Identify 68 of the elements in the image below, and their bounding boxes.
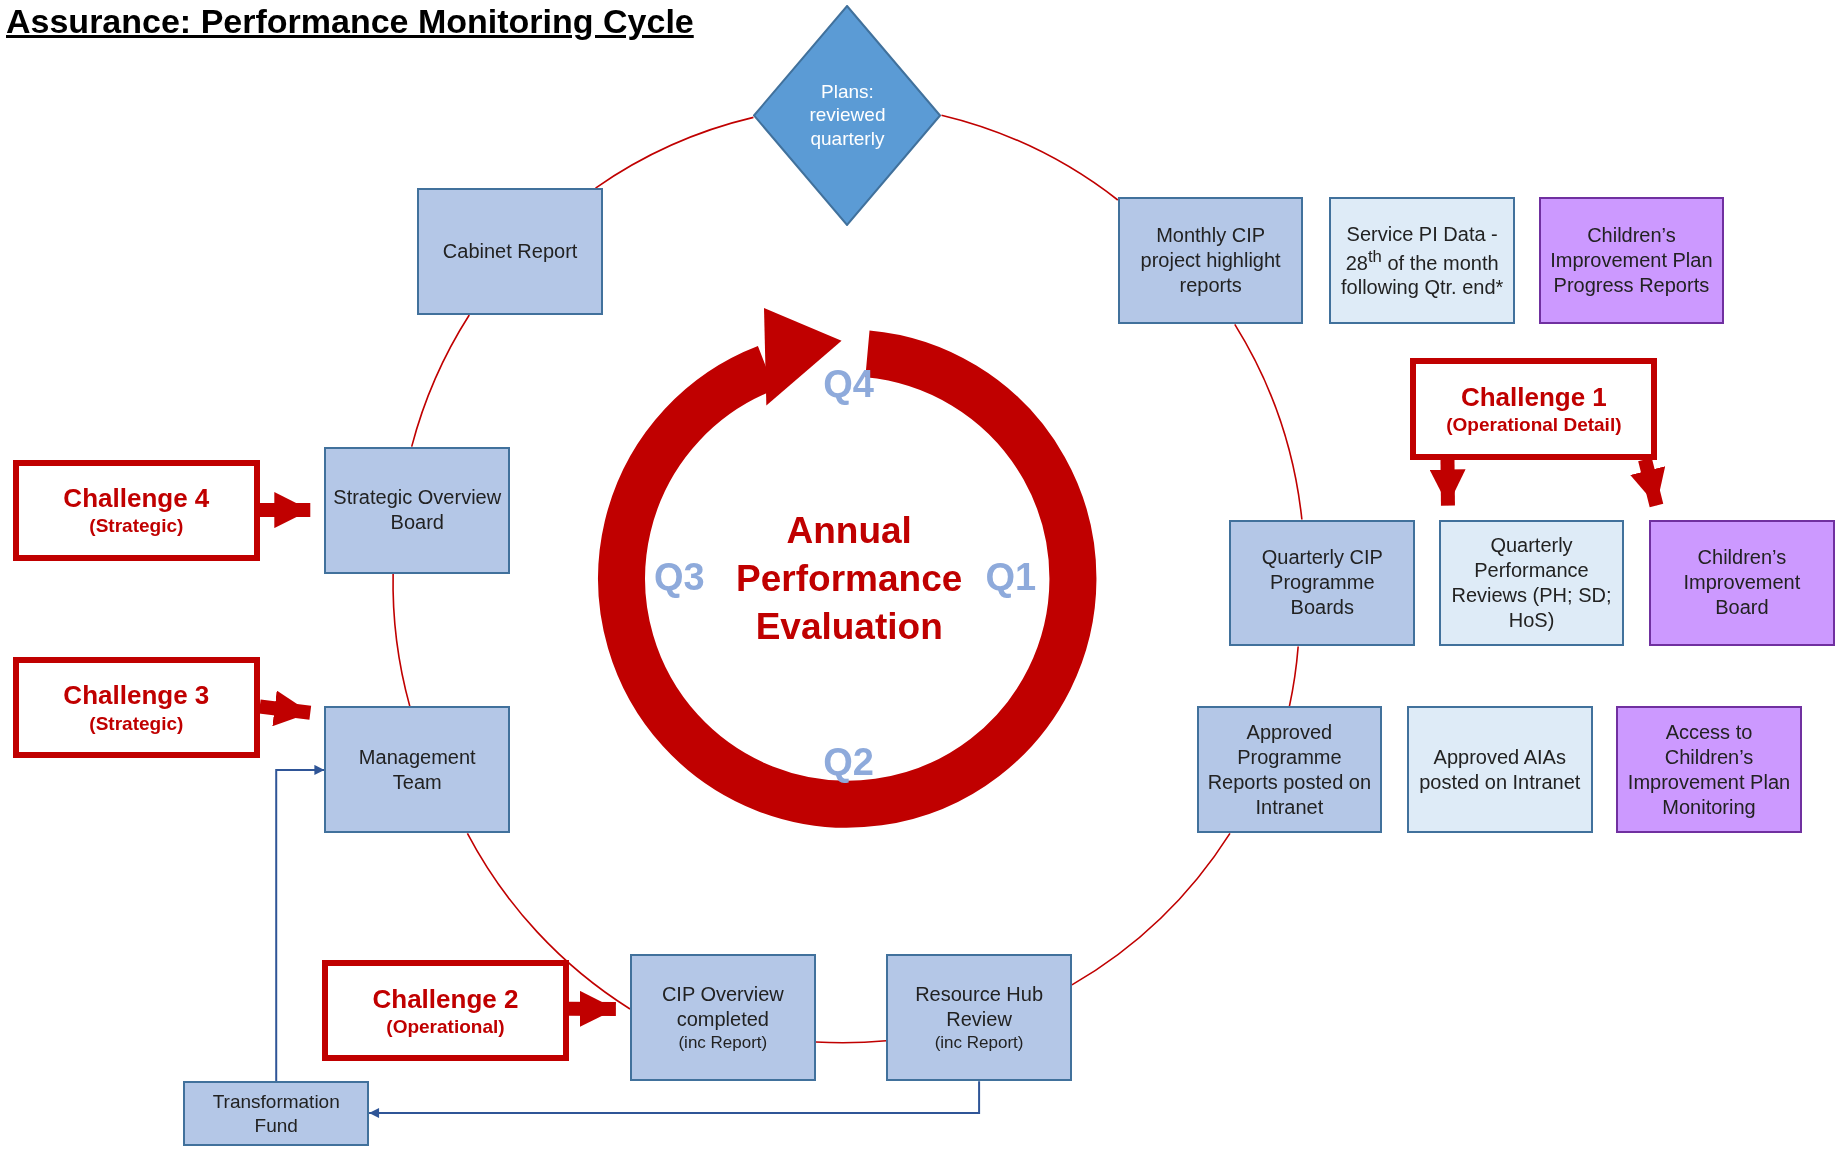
- process-box: [1229, 519, 1416, 647]
- diamond-label: Plans: reviewed quarterly: [808, 79, 887, 151]
- quarter-label: Q2: [823, 740, 874, 784]
- quarter-label: Q3: [654, 555, 705, 599]
- box-label: Approved Programme Reports posted on Intranet: [1206, 719, 1373, 820]
- decision-diamond: [753, 4, 942, 226]
- challenge-subtitle: (Operational): [386, 1015, 505, 1039]
- box-label: Monthly CIP project highlight reports: [1139, 223, 1282, 299]
- box-label: Quarterly Performance Reviews (PH; SD; HoS): [1450, 533, 1613, 633]
- challenge-title: Challenge 4: [63, 481, 210, 515]
- arrow: [275, 764, 326, 1083]
- connector-line: [1071, 832, 1231, 986]
- plan-box: [1616, 706, 1802, 834]
- data-box: [1329, 197, 1516, 325]
- process-box: [183, 1081, 370, 1146]
- process-box: [324, 706, 511, 834]
- connector-line: [466, 832, 631, 1010]
- center-title: Annual Performance Evaluation: [716, 499, 982, 659]
- challenge-box: [12, 657, 260, 759]
- data-box: [1438, 519, 1625, 647]
- box-label: Children’s Improvement Plan Progress Reports: [1549, 223, 1714, 299]
- box-label: Cabinet Report: [442, 239, 578, 264]
- box-label: Strategic Overview Board: [332, 485, 503, 536]
- box-label: Children’s Improvement Board: [1682, 545, 1802, 621]
- challenge-title: Challenge 3: [63, 679, 210, 712]
- challenge-subtitle: (Strategic): [89, 711, 184, 736]
- challenge-subtitle: (Strategic): [89, 514, 184, 539]
- challenge-subtitle: (Operational Detail): [1446, 413, 1622, 438]
- arrow: [368, 1080, 981, 1119]
- connector-line: [410, 314, 471, 448]
- process-box: [886, 954, 1072, 1082]
- block-arrow: [568, 990, 616, 1027]
- challenge-box: [322, 960, 569, 1062]
- block-arrow: [1630, 457, 1666, 508]
- plan-box: [1538, 197, 1725, 325]
- box-label: Resource Hub Review: [914, 982, 1044, 1033]
- quarter-label: Q1: [985, 555, 1037, 599]
- block-arrow: [1429, 459, 1466, 506]
- box-label: Access to Children’s Improvement Plan Monitoring: [1626, 719, 1792, 820]
- box-label: Transformation Fund: [211, 1089, 341, 1138]
- connector-line: [1288, 645, 1299, 708]
- quarter-label: Q4: [823, 362, 874, 406]
- block-arrow: [258, 690, 312, 727]
- box-label: CIP Overview completed: [660, 982, 785, 1033]
- challenge-box: [1410, 358, 1658, 460]
- challenge-title: Challenge 1: [1460, 380, 1607, 414]
- box-label: Management Team: [357, 744, 477, 795]
- process-box: [417, 188, 603, 315]
- box-note: (inc Report): [678, 1032, 768, 1054]
- box-note: (inc Report): [934, 1032, 1024, 1054]
- challenge-title: Challenge 2: [372, 982, 519, 1016]
- connector-line: [392, 572, 411, 708]
- connector-line: [594, 116, 755, 189]
- box-label: Approved AIAs posted on Intranet: [1418, 744, 1582, 795]
- box-label: Quarterly CIP Programme Boards: [1260, 545, 1384, 621]
- box-label: Service PI Data - 28$^{th}$ of the month following Qtr. end*: [1340, 221, 1505, 301]
- data-box: [1406, 706, 1593, 834]
- connector-line: [1234, 323, 1303, 521]
- process-box: [630, 954, 816, 1082]
- connector-line: [814, 1039, 888, 1044]
- plan-box: [1649, 519, 1835, 647]
- process-box: [324, 446, 511, 574]
- page-title: Assurance: Performance Monitoring Cycle: [6, 2, 694, 41]
- process-box: [1117, 197, 1304, 325]
- connector-line: [940, 114, 1119, 201]
- process-box: [1196, 706, 1383, 834]
- challenge-box: [12, 459, 260, 561]
- block-arrow: [259, 492, 311, 529]
